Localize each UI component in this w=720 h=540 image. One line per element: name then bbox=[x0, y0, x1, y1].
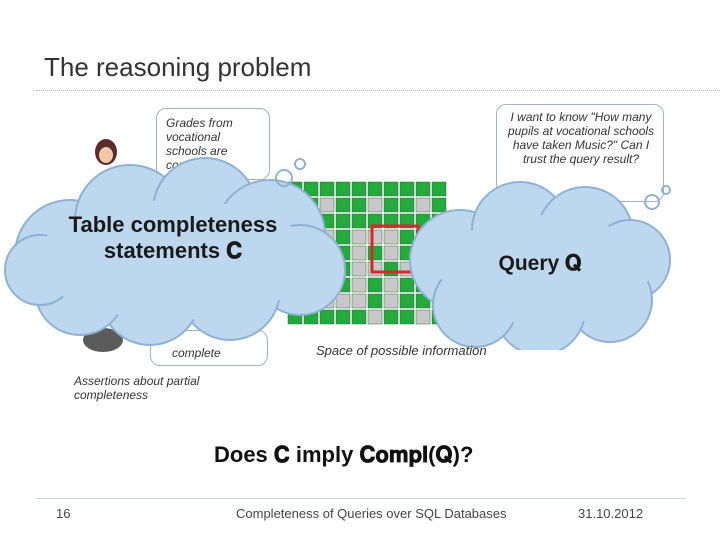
grid-cell bbox=[319, 181, 335, 197]
right-callout-text: I want to know "How many pupils at vocat… bbox=[507, 110, 655, 166]
question-text: Does 𝐂 imply 𝐂𝐨𝐦𝐩𝐥(𝐐)? bbox=[214, 442, 474, 467]
query-cloud-label: Query 𝐐 bbox=[498, 252, 582, 275]
grid-cell bbox=[399, 277, 415, 293]
grid-cell bbox=[335, 197, 351, 213]
grid-cell bbox=[383, 309, 399, 325]
grid-cell bbox=[351, 229, 367, 245]
grid-cell bbox=[351, 197, 367, 213]
page-number: 16 bbox=[56, 506, 71, 521]
query-cloud bbox=[409, 181, 671, 350]
grid-cell bbox=[351, 213, 367, 229]
grid-cell bbox=[335, 309, 351, 325]
completeness-cloud bbox=[4, 157, 346, 346]
grid-cell bbox=[351, 181, 367, 197]
slide-title: The reasoning problem bbox=[44, 52, 312, 82]
grid-cell bbox=[335, 213, 351, 229]
grid-cell bbox=[351, 261, 367, 277]
grid-cell bbox=[367, 309, 383, 325]
footer-date: 31.10.2012 bbox=[578, 506, 644, 521]
footer-divider bbox=[36, 498, 686, 499]
grid-cell bbox=[383, 277, 399, 293]
grid-cell bbox=[367, 277, 383, 293]
grid-cell bbox=[415, 181, 431, 197]
grid-cell bbox=[383, 229, 399, 245]
grid-cell bbox=[367, 229, 383, 245]
grid-cell bbox=[367, 261, 383, 277]
grid-cell bbox=[399, 197, 415, 213]
grid-cell bbox=[431, 197, 447, 213]
grid-cell bbox=[367, 181, 383, 197]
grid-cell bbox=[335, 181, 351, 197]
grid-cell bbox=[351, 293, 367, 309]
grid-cell bbox=[383, 197, 399, 213]
grid-cell bbox=[351, 277, 367, 293]
grid-cell bbox=[383, 245, 399, 261]
grid-cell bbox=[303, 181, 319, 197]
grid-cell bbox=[319, 197, 335, 213]
grid-cell bbox=[431, 181, 447, 197]
grid-cell bbox=[351, 309, 367, 325]
grid-cell bbox=[399, 293, 415, 309]
grid-cell bbox=[319, 309, 335, 325]
grid-cell bbox=[367, 293, 383, 309]
grid-cell bbox=[383, 181, 399, 197]
grid-cell bbox=[399, 181, 415, 197]
grid-cell bbox=[367, 197, 383, 213]
title-divider bbox=[36, 90, 720, 91]
grid-cell bbox=[335, 293, 351, 309]
grid-cell bbox=[351, 245, 367, 261]
grid-cell bbox=[399, 309, 415, 325]
completeness-cloud-label: Table completeness statements 𝐂 bbox=[68, 212, 278, 263]
grid-cell bbox=[335, 229, 351, 245]
grid-cell bbox=[415, 197, 431, 213]
footer-text: Completeness of Queries over SQL Databas… bbox=[236, 506, 507, 521]
grid-cell bbox=[367, 245, 383, 261]
lower-callout-text: complete bbox=[172, 346, 221, 360]
grid-cell bbox=[383, 293, 399, 309]
grid-caption: Space of possible information bbox=[316, 343, 487, 358]
grid-cell bbox=[415, 309, 431, 325]
grid-cell bbox=[399, 229, 415, 245]
assertions-caption: Assertions about partial completeness bbox=[74, 374, 200, 402]
grid-cell bbox=[383, 261, 399, 277]
